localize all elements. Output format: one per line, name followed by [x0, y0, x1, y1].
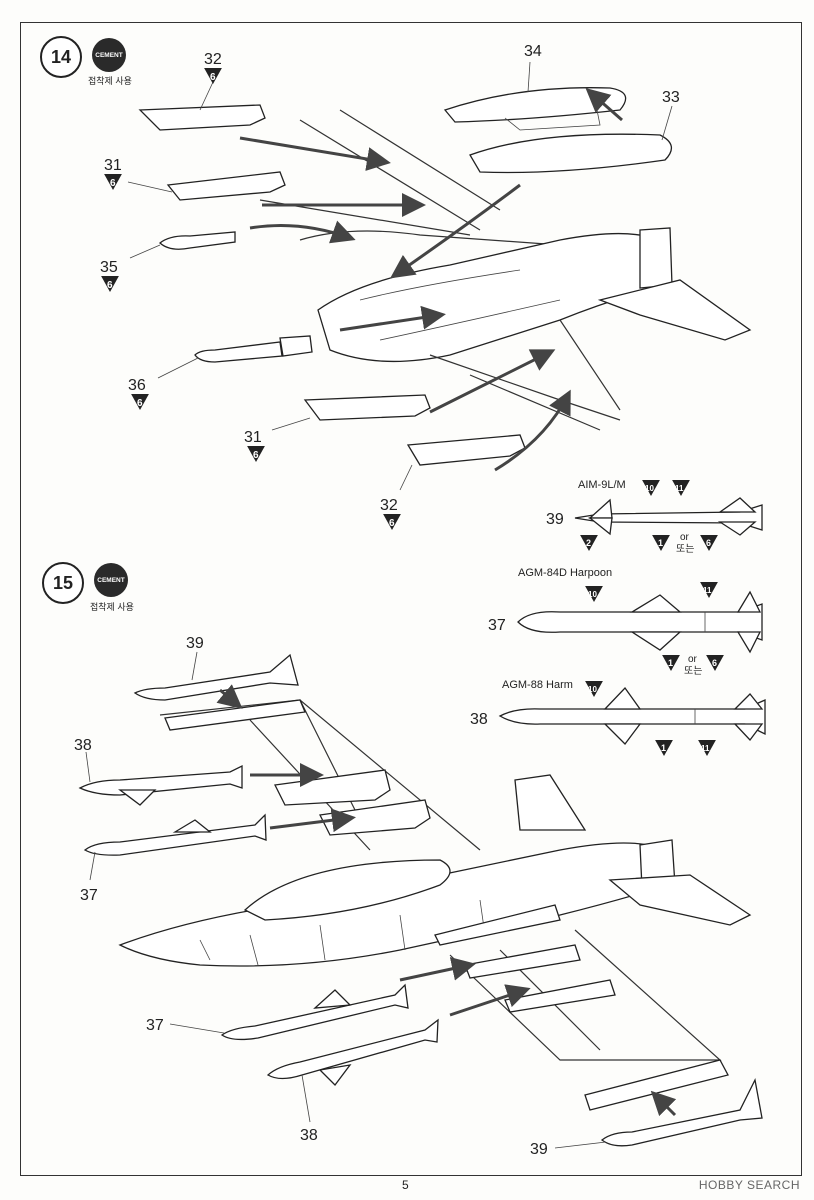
missile-name: AIM-9L/M [578, 479, 626, 491]
step14-labels: 32 6 31 6 35 6 36 6 31 6 32 6 34 33 [100, 43, 680, 530]
step15-arrows [216, 684, 677, 1117]
part-label: 35 [100, 259, 118, 276]
sprue-label: 6 [253, 450, 259, 461]
decal-label: 1 [661, 743, 666, 753]
cement-note: 접착제 사용 [90, 602, 134, 612]
part-label: 32 [204, 51, 222, 68]
or-label-ko: 또는 [676, 543, 694, 555]
or-label-ko: 또는 [684, 665, 702, 677]
missile-harm: AGM-88 Harm 38 10 1 11 [470, 679, 766, 756]
decal-label: 11 [701, 744, 710, 753]
part-label: 39 [546, 511, 564, 528]
page-number: 5 [402, 1178, 409, 1192]
decal-label: 10 [588, 590, 597, 599]
missile-name: AGM-88 Harm [502, 679, 573, 691]
step-15-number: 15 [52, 572, 74, 593]
part-label: 32 [380, 497, 398, 514]
step15-aircraft [118, 699, 752, 1111]
part-label: 36 [128, 377, 146, 394]
part-label: 31 [244, 429, 262, 446]
part-label: 37 [146, 1017, 164, 1034]
part-label: 37 [80, 887, 98, 904]
step-14-number: 14 [50, 46, 72, 67]
part-label: 39 [186, 635, 204, 652]
step14-arrows [239, 88, 623, 472]
cement-icon: CEMENT [92, 38, 126, 72]
cement-label: CEMENT [97, 576, 125, 584]
missile-harpoon: AGM-84D Harpoon 37 10 11 1 or 또는 6 [488, 567, 763, 677]
part-label: 38 [300, 1127, 318, 1144]
step-15-badge: 15 [42, 562, 84, 604]
step15-missiles [78, 653, 763, 1147]
decal-label: 11 [703, 586, 712, 595]
cement-icon: CEMENT [94, 563, 128, 597]
part-label: 31 [104, 157, 122, 174]
sprue-label: 6 [389, 518, 395, 529]
part-label: 39 [530, 1141, 548, 1158]
sprue-label: 6 [210, 72, 216, 83]
step14-aircraft [259, 87, 752, 431]
sprue-label: 6 [110, 178, 116, 189]
cement-label: CEMENT [95, 51, 123, 59]
or-label: or [680, 532, 690, 543]
page-frame [20, 22, 802, 1176]
part-label: 34 [524, 43, 542, 60]
part-label: 33 [662, 89, 680, 106]
decal-label: 10 [588, 685, 597, 694]
or-label: or [688, 654, 698, 665]
cement-note: 접착제 사용 [88, 76, 132, 86]
sprue-label: 6 [107, 280, 113, 291]
part-label: 38 [470, 711, 488, 728]
part-label: 38 [74, 737, 92, 754]
decal-label: 1 [668, 658, 673, 668]
decal-label: 2 [586, 538, 591, 548]
decal-label: 1 [658, 538, 663, 548]
decal-label: 6 [712, 658, 717, 668]
step15-labels: 39 38 37 37 38 39 [74, 635, 548, 1158]
part-label: 37 [488, 617, 506, 634]
sprue-label: 6 [137, 398, 143, 409]
missile-aim9: AIM-9L/M 39 10 11 2 1 or 또는 6 [546, 479, 763, 555]
decal-label: 11 [675, 484, 684, 493]
watermark: HOBBY SEARCH [698, 1178, 800, 1192]
decal-label: 6 [706, 538, 711, 548]
step14-pylons [138, 104, 526, 466]
step15-leaders [85, 651, 607, 1149]
step-14-badge: 14 [40, 36, 82, 78]
missile-name: AGM-84D Harpoon [518, 567, 612, 579]
step14-leaders [127, 61, 673, 491]
decal-label: 10 [645, 484, 654, 493]
